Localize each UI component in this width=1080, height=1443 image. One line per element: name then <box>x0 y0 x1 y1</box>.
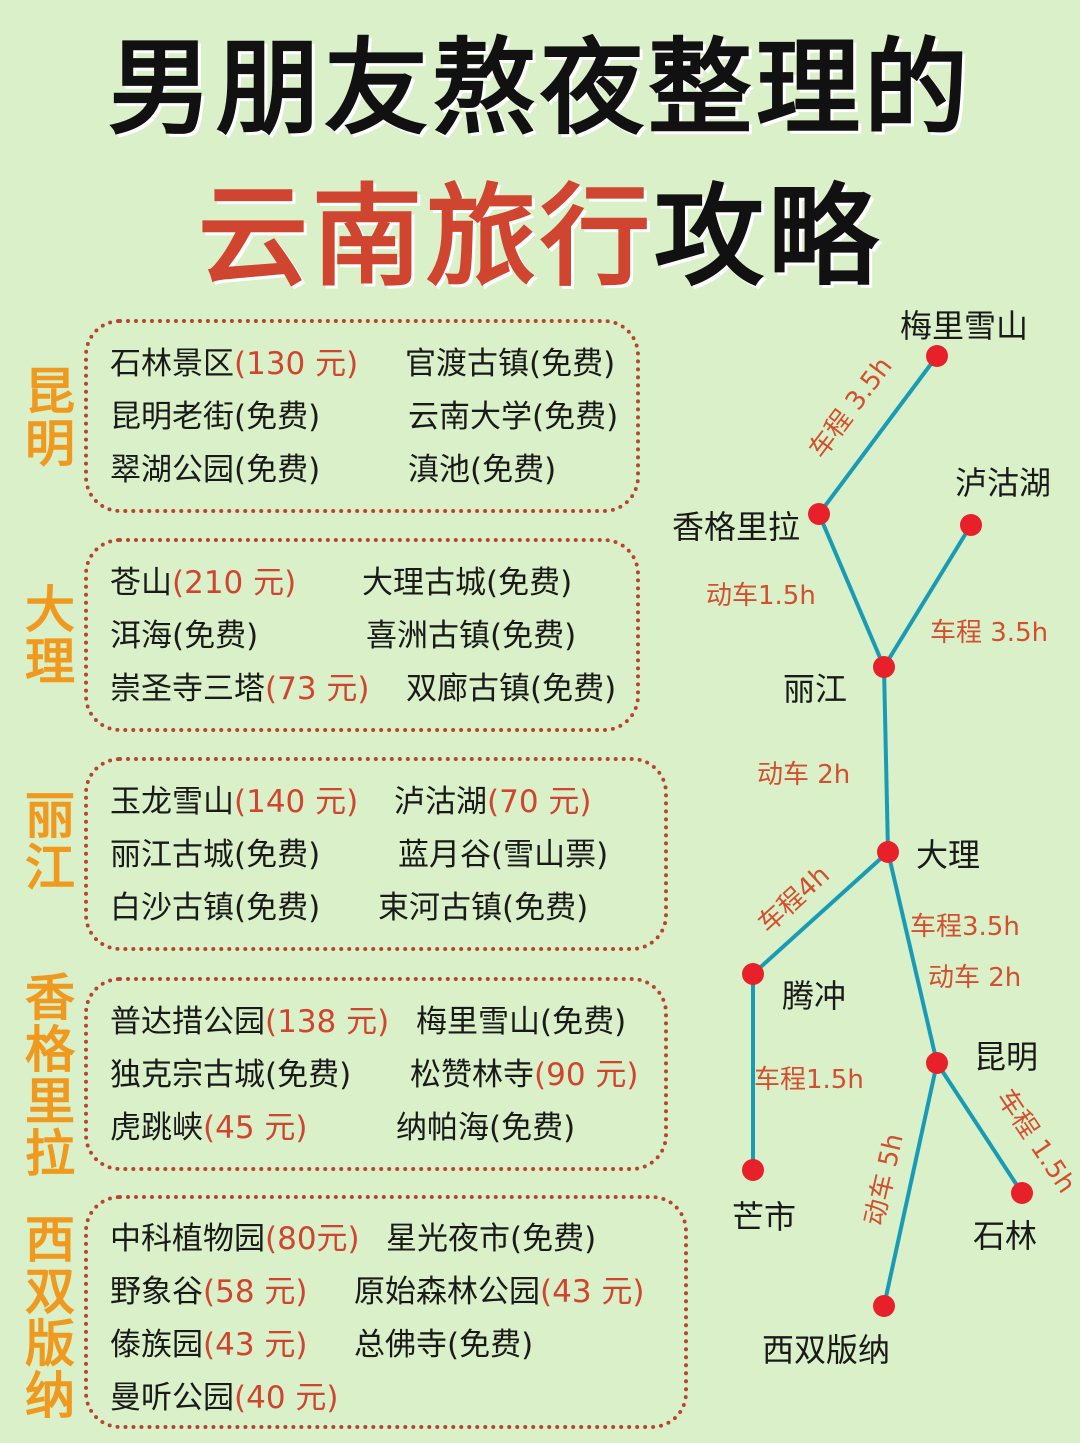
place-dali: 大理 <box>916 836 980 874</box>
region-box-shangri-la <box>84 977 668 1171</box>
spot-item: 傣族园(43 元) <box>110 1327 308 1363</box>
node-lugu <box>960 514 982 536</box>
route-lines <box>751 354 1024 1307</box>
spot-item: 滇池(免费) <box>408 452 557 488</box>
leg-dali-kunming-car: 车程3.5h <box>910 912 1020 942</box>
title-rest: 攻略 <box>654 173 882 301</box>
place-mangshi: 芒市 <box>732 1198 796 1236</box>
node-kunming <box>926 1052 948 1074</box>
route-line <box>886 851 939 1064</box>
place-shilin: 石林 <box>973 1217 1037 1255</box>
route-line <box>882 1062 939 1307</box>
spot-item: 丽江古城(免费) <box>110 837 321 873</box>
leg-kunming-shilin: 车程 1.5h <box>990 1084 1080 1199</box>
place-lijiang: 丽江 <box>783 670 847 708</box>
node-meili <box>926 345 948 367</box>
spot-item: 翠湖公园(免费) <box>110 452 321 488</box>
place-xishuangbanna: 西双版纳 <box>762 1331 890 1369</box>
leg-lijiang-shangri-la: 动车1.5h <box>706 581 816 611</box>
spot-item: 泸沽湖(70 元) <box>394 784 592 820</box>
spot-item: 云南大学(免费) <box>408 399 619 435</box>
spot-item: 玉龙雪山(140 元) <box>110 784 359 820</box>
spot-item: 官渡古镇(免费) <box>405 346 616 382</box>
node-dali <box>877 841 899 863</box>
place-meili: 梅里雪山 <box>900 307 1028 345</box>
title-line-2: 云南旅行攻略 <box>0 182 1080 292</box>
place-tengchong: 腾冲 <box>782 977 846 1015</box>
spot-item: 曼听公园(40 元) <box>110 1380 339 1416</box>
region-label-dali: 大理 <box>25 581 75 691</box>
leg-lijiang-lugu: 车程 3.5h <box>930 618 1048 648</box>
spot-item: 昆明老街(免费) <box>110 399 321 435</box>
spot-item: 独克宗古城(免费) <box>110 1057 352 1093</box>
node-tengchong <box>742 963 764 985</box>
spot-item: 大理古城(免费) <box>362 565 573 601</box>
spot-item: 双廊古镇(免费) <box>406 671 617 707</box>
leg-dali-lijiang: 动车 2h <box>757 760 850 790</box>
region-label-xishuangbanna: 西双版纳 <box>25 1211 75 1425</box>
leg-tengchong-mangshi: 车程1.5h <box>754 1065 864 1095</box>
spot-item: 野象谷(58 元) <box>110 1274 308 1310</box>
route-line <box>882 666 890 853</box>
leg-shangri-la-meili: 车程 3.5h <box>804 352 899 464</box>
spot-item: 苍山(210 元) <box>110 565 297 601</box>
region-box-lijiang <box>84 757 668 951</box>
spot-item: 虎跳峡(45 元) <box>110 1110 308 1146</box>
place-lugu: 泸沽湖 <box>955 464 1051 502</box>
title-line-1: 男朋友熬夜整理的 <box>107 27 972 149</box>
node-xishuangbanna <box>873 1295 895 1317</box>
place-shangri-la: 香格里拉 <box>672 508 800 546</box>
spot-item: 松赞林寺(90 元) <box>410 1057 639 1093</box>
route-nodes <box>742 345 1033 1317</box>
spot-item: 喜洲古镇(免费) <box>366 618 577 654</box>
region-box-xishuangbanna <box>84 1195 688 1429</box>
spot-item: 石林景区(130 元) <box>110 346 359 382</box>
region-label-kunming: 昆明 <box>25 363 75 473</box>
spot-item: 原始森林公园(43 元) <box>354 1274 645 1310</box>
spot-item: 纳帕海(免费) <box>396 1110 576 1146</box>
node-shangri-la <box>808 503 830 525</box>
leg-dali-kunming-train: 动车 2h <box>928 963 1021 993</box>
route-line <box>817 513 886 668</box>
spot-item: 束河古镇(免费) <box>378 890 589 926</box>
region-label-lijiang: 丽江 <box>25 787 75 897</box>
spot-item: 星光夜市(免费) <box>386 1221 597 1257</box>
spot-item: 蓝月谷(雪山票) <box>398 837 609 873</box>
spot-item: 白沙古镇(免费) <box>110 890 321 926</box>
place-kunming: 昆明 <box>974 1038 1038 1076</box>
leg-dali-tengchong: 车程4h <box>753 860 836 939</box>
spot-item: 洱海(免费) <box>110 618 259 654</box>
spot-item: 崇圣寺三塔(73 元) <box>110 671 370 707</box>
node-lijiang <box>873 656 895 678</box>
region-box-kunming <box>84 319 640 513</box>
spot-item: 普达措公园(138 元) <box>110 1004 390 1040</box>
spot-item: 总佛寺(免费) <box>354 1327 534 1363</box>
node-shilin <box>1011 1182 1033 1204</box>
spot-item: 梅里雪山(免费) <box>416 1004 627 1040</box>
route-line <box>935 1061 1024 1195</box>
spot-item: 中科植物园(80元) <box>110 1221 360 1257</box>
region-box-dali <box>84 538 640 732</box>
node-mangshi <box>742 1159 764 1181</box>
route-line <box>817 354 939 516</box>
region-label-shangri-la: 香格里拉 <box>25 969 75 1183</box>
title-accent: 云南旅行 <box>198 173 654 301</box>
route-line <box>882 523 973 669</box>
route-line <box>751 850 890 976</box>
